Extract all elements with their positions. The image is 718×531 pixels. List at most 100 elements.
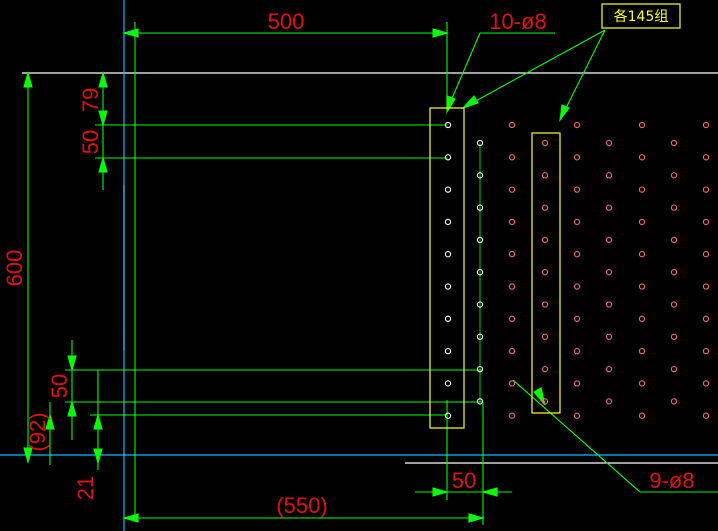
hole-red xyxy=(573,218,581,226)
leader-group-line-1 xyxy=(462,29,606,109)
hole-white xyxy=(476,172,484,179)
hole-red xyxy=(508,283,516,290)
hole-white xyxy=(444,283,452,290)
hole-white xyxy=(476,269,484,276)
hole-red xyxy=(670,204,678,211)
hole-white xyxy=(476,204,484,211)
hole-white xyxy=(444,315,452,322)
hole-red xyxy=(541,398,549,405)
arrow-50r-right xyxy=(480,487,498,497)
hole-red xyxy=(508,251,516,258)
hole-white xyxy=(444,412,452,419)
arrow-50r-left xyxy=(432,487,450,497)
hole-red xyxy=(670,333,678,340)
hole-red xyxy=(541,236,549,244)
hole-red xyxy=(605,269,613,276)
hole-white xyxy=(444,218,452,226)
dim-text-550: (550) xyxy=(276,493,327,518)
dim-text-50-bottom: 50 xyxy=(47,374,72,398)
hole-red xyxy=(541,172,549,179)
leader-group-arrow-2 xyxy=(559,104,570,123)
arrow-600-top xyxy=(23,70,33,88)
hole-red xyxy=(508,218,516,226)
hole-red xyxy=(605,398,613,405)
hole-red xyxy=(638,121,646,129)
hole-red xyxy=(573,347,581,355)
leader-9d8-line xyxy=(512,379,641,493)
hole-white xyxy=(476,333,484,340)
arrow-50-top xyxy=(98,155,108,173)
hole-red xyxy=(573,283,581,290)
hole-white xyxy=(476,139,484,147)
hole-red xyxy=(702,412,710,419)
hole-red xyxy=(670,365,678,373)
hole-red xyxy=(573,251,581,258)
hole-red xyxy=(702,347,710,355)
hole-red xyxy=(573,315,581,322)
hole-red xyxy=(541,139,549,147)
group-label-box xyxy=(601,3,681,29)
hole-red xyxy=(670,172,678,179)
callout-group-145: 各145组 xyxy=(614,9,669,25)
hole-red xyxy=(638,283,646,290)
hole-red xyxy=(638,380,646,387)
hole-red xyxy=(605,204,613,211)
hole-red xyxy=(508,380,516,387)
arrow-79-bottom xyxy=(98,110,108,128)
hole-white xyxy=(444,380,452,387)
hole-red xyxy=(702,315,710,322)
hole-red xyxy=(702,121,710,129)
hole-red xyxy=(670,139,678,147)
arrow-79-top xyxy=(98,70,108,88)
dim-text-92: (92) xyxy=(25,412,50,451)
hole-red xyxy=(670,398,678,405)
hole-red xyxy=(573,154,581,161)
hole-red xyxy=(638,186,646,193)
hole-red xyxy=(541,301,549,308)
hole-white xyxy=(476,398,484,405)
highlight-boxes xyxy=(429,3,681,429)
hole-red xyxy=(702,218,710,226)
hole-white xyxy=(444,121,452,129)
hole-red xyxy=(605,139,613,147)
hole-red xyxy=(670,236,678,244)
hole-red xyxy=(508,315,516,322)
arrow-92-top xyxy=(45,412,55,430)
dimension-lines xyxy=(23,22,718,525)
highlight-box-left-column xyxy=(429,107,465,429)
hole-red xyxy=(702,283,710,290)
callout-10-d8: 10-ø8 xyxy=(489,9,546,34)
leader-10d8-line xyxy=(446,32,481,111)
hole-red xyxy=(541,333,549,340)
hole-white xyxy=(444,347,452,355)
hole-white xyxy=(444,186,452,193)
arrow-500-right xyxy=(432,28,450,38)
hole-white xyxy=(476,301,484,308)
hole-red xyxy=(573,380,581,387)
arrow-21-bottom xyxy=(93,448,103,466)
arrow-50b-top xyxy=(67,355,77,373)
hole-red xyxy=(573,186,581,193)
hole-red xyxy=(541,269,549,276)
hole-red xyxy=(638,412,646,419)
hole-white xyxy=(444,154,452,161)
hole-red xyxy=(670,269,678,276)
leader-group-line-2 xyxy=(559,29,606,121)
hole-red xyxy=(508,154,516,161)
hole-red xyxy=(702,154,710,161)
hole-red xyxy=(605,236,613,244)
highlight-box-right-column xyxy=(531,132,561,414)
hole-red xyxy=(541,365,549,373)
hole-red xyxy=(638,218,646,226)
hole-red xyxy=(702,251,710,258)
hole-red xyxy=(508,347,516,355)
arrow-600-bottom xyxy=(23,447,33,465)
arrow-50b-bottom xyxy=(67,399,77,417)
dim-text-21: 21 xyxy=(73,476,98,500)
leader-group-arrow-1 xyxy=(461,95,479,110)
hole-red xyxy=(638,347,646,355)
hole-red xyxy=(541,204,549,211)
arrow-21-top xyxy=(93,412,103,430)
